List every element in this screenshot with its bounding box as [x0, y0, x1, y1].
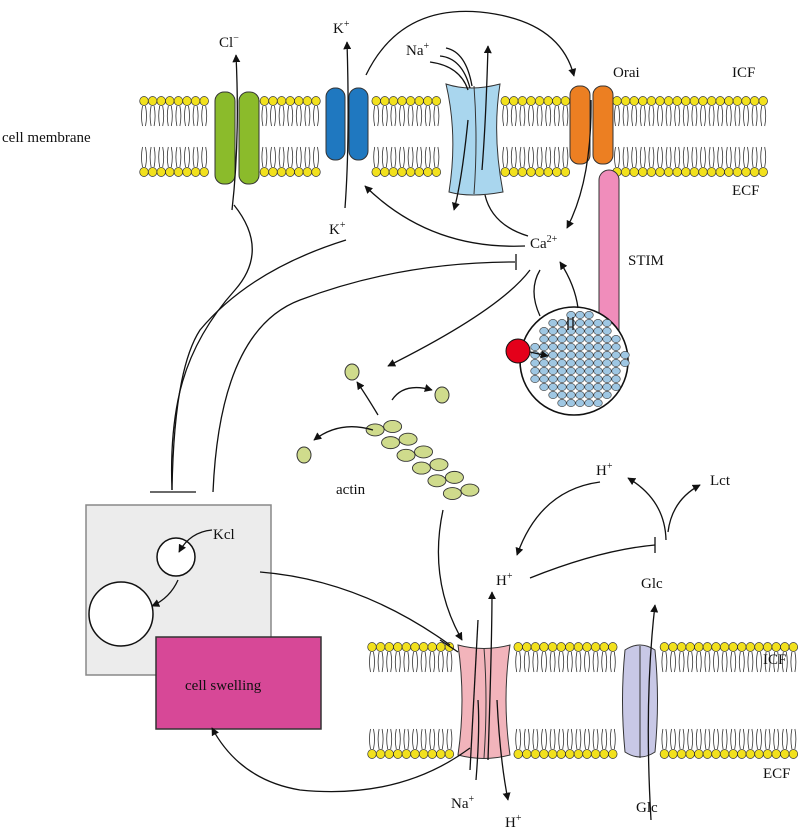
sodium-ion-bottom-label: Na+ [451, 794, 475, 812]
glucose-outer-label: Glc [636, 800, 658, 816]
lactate-label: Lct [710, 473, 731, 489]
actin-monomers [296, 363, 450, 464]
proton-bottom-label: H+ [505, 813, 522, 831]
potassium-channel [325, 87, 369, 161]
bottom-cell-membrane [367, 642, 799, 759]
orai-label: Orai [613, 65, 640, 81]
actin-label: actin [336, 482, 366, 498]
calcium-store [505, 306, 630, 416]
ecf-bottom-label: ECF [763, 766, 791, 782]
calcium-ion-label: Ca2+ [530, 234, 558, 252]
potassium-ion-mid-label: K+ [329, 220, 346, 238]
icf-bottom-label: ICF [763, 652, 786, 668]
orai-channel [569, 85, 614, 165]
red-dot-marker [505, 338, 531, 364]
glucose-inner-label: Glc [641, 576, 663, 592]
actin-filament [365, 420, 480, 500]
chloride-ion-label: Cl− [219, 33, 239, 51]
na-h-exchanger [457, 644, 511, 759]
sodium-channel [445, 83, 504, 196]
chloride-channel [214, 91, 260, 185]
stim-label: STIM [628, 253, 664, 269]
cell-swelling-label: cell swelling [185, 678, 262, 694]
cell-membrane-label: cell membrane [2, 130, 91, 146]
proton-mid-label: H+ [496, 571, 513, 589]
store-vesicles [530, 311, 630, 407]
kcl-label: Kcl [213, 527, 235, 543]
potassium-ion-top-label: K+ [333, 19, 350, 37]
ecf-top-label: ECF [732, 183, 760, 199]
icf-top-label: ICF [732, 65, 755, 81]
top-cell-membrane [139, 96, 768, 177]
cell-swelling-box [155, 636, 322, 730]
sodium-ion-top-label: Na+ [406, 41, 430, 59]
glucose-transporter [622, 644, 658, 758]
pathway-arrows [150, 10, 701, 821]
proton-top-label: H+ [596, 461, 613, 479]
